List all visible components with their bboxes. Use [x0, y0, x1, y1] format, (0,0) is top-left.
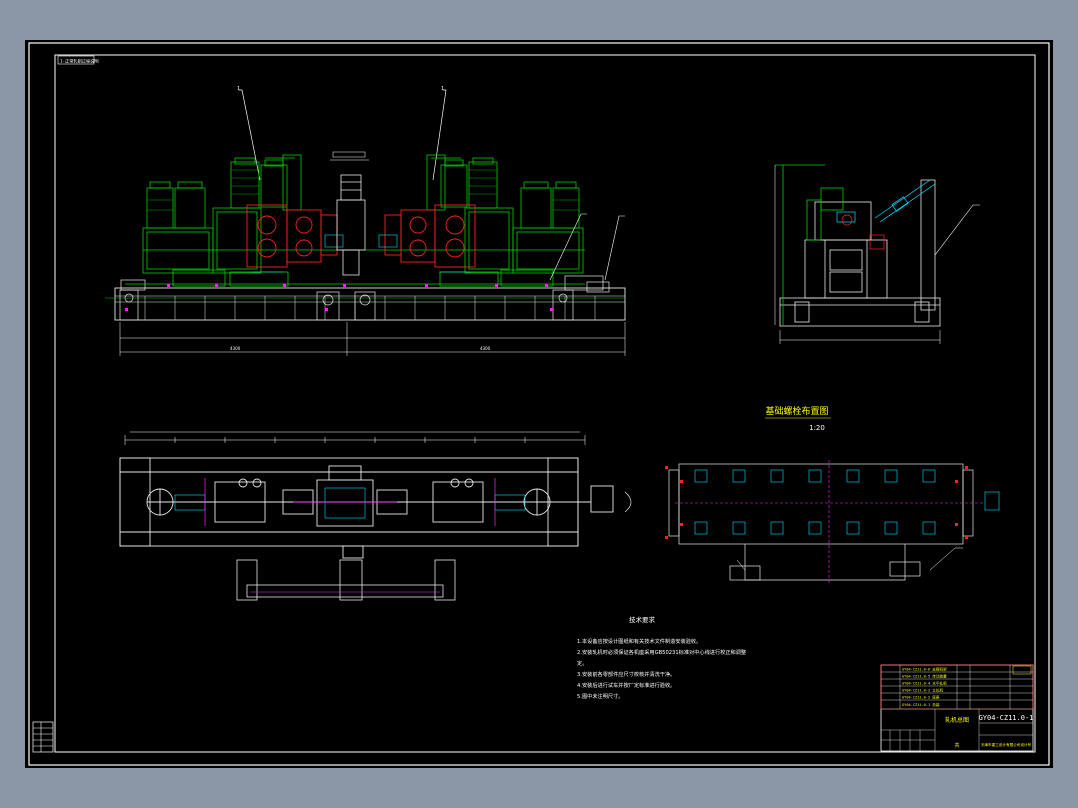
corner-tag-box [57, 55, 95, 65]
svg-text:1: 1 [441, 86, 444, 92]
bom-row: GY04-CZ11.0-4 水平轧机 [902, 681, 947, 686]
plan-view [119, 431, 614, 601]
company-name: 天津市重工设计有限公司设计号 [981, 742, 1032, 747]
note-line-5: 4.安装后进行试车并按厂定标准进行验收。 [577, 681, 675, 689]
stamp-icon [1012, 665, 1032, 675]
foundation-bolt-layout [624, 460, 1000, 585]
bom-row: GY04-CZ11.0-3 立轧机 [902, 688, 943, 693]
note-line-6: 5.图中未注明尺寸。 [577, 692, 623, 700]
cad-drawing: 1-正常轧制过程说明 1 1 [28, 42, 1050, 766]
side-elevation-view [774, 164, 980, 344]
drawing-sheet: 1-正常轧制过程说明 1 1 [25, 40, 1053, 768]
note-line-2: 2.安装轧机时必须保证各机座采用GB50231标准对中心线进行校正和调整 [577, 648, 746, 656]
plan-scale: 1:20 [809, 424, 825, 432]
technical-notes: 技术要求 1.本设备应按设计图纸和有关技术文件制造安装验收。 2.安装轧机时必须… [577, 615, 746, 700]
inner-border [54, 54, 1036, 753]
svg-text:4300: 4300 [230, 346, 241, 351]
note-line-3: 定。 [577, 659, 587, 667]
svg-text:1: 1 [237, 86, 240, 92]
assembly-name: 轧机总图 [945, 716, 969, 724]
notes-heading: 技术要求 [629, 615, 656, 624]
note-line-1: 1.本设备应按设计图纸和有关技术文件制造安装验收。 [577, 637, 701, 645]
bom-row: GY04-CZ11.0-2 底座 [902, 695, 940, 700]
outer-border [28, 42, 1050, 766]
corner-tag: 1-正常轧制过程说明 [60, 58, 99, 65]
bom-row: GY04-CZ11.0-1 总装 [902, 702, 940, 707]
front-elevation-view: 1 1 [105, 86, 626, 356]
bom-row: GY04-CZ11.0-5 传动装置 [902, 674, 947, 679]
sheet-word: 共 [954, 742, 959, 749]
svg-text:4300: 4300 [480, 346, 491, 351]
bom-row: GY04-CZ11.0-6 支撑机架 [902, 667, 947, 672]
note-line-4: 3.安装前各零部件应尺寸校核并清洗干净。 [577, 670, 675, 678]
left-strip [32, 721, 54, 753]
plan-title: 基础螺栓布置图 [765, 405, 828, 417]
drawing-number: GY04-CZ11.0-1 [979, 714, 1034, 722]
title-block: GY04-CZ11.0-6 支撑机架 GY04-CZ11.0-5 传动装置 GY… [880, 664, 1034, 752]
